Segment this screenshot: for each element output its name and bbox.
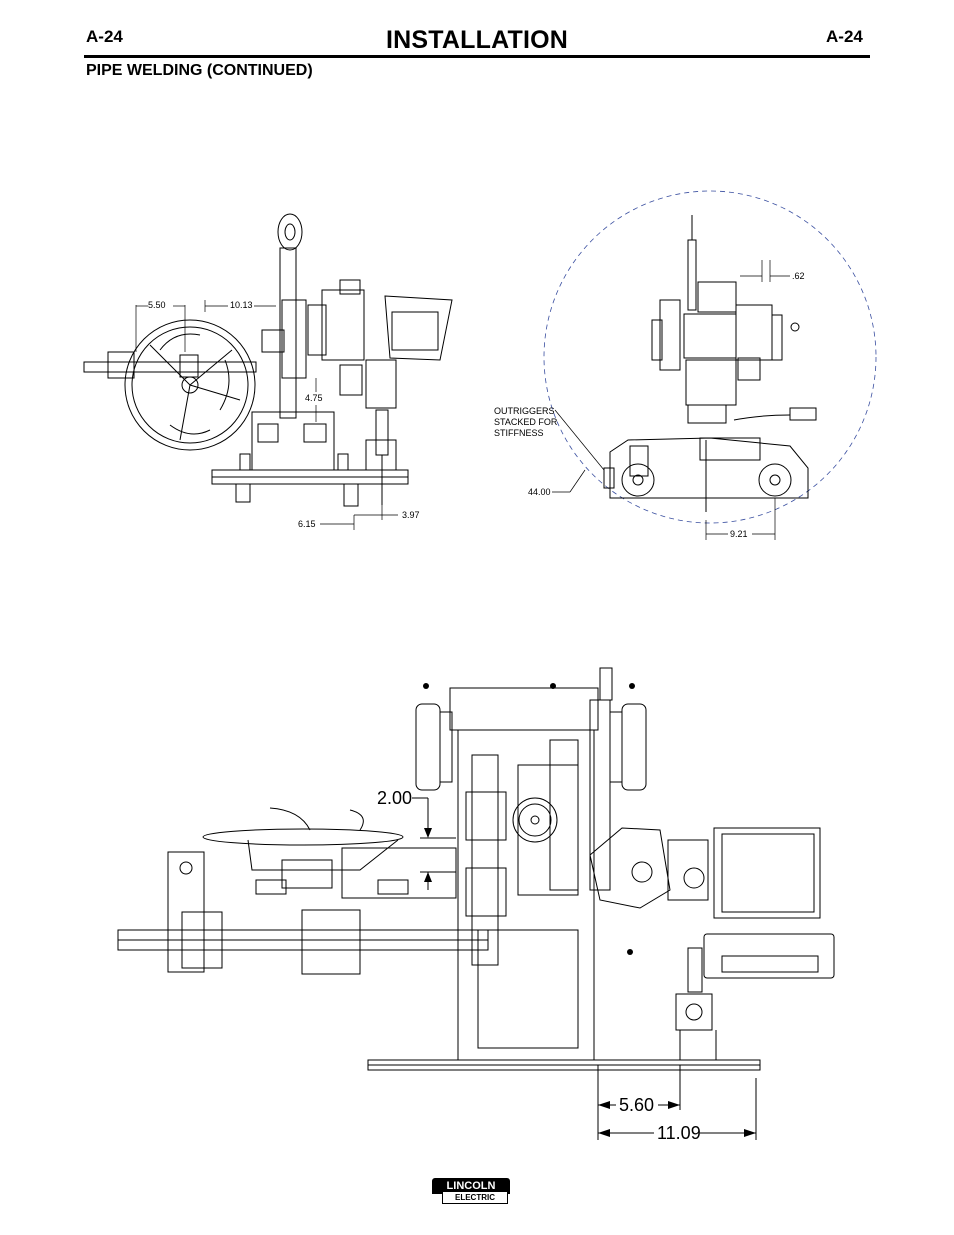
dim-label: 4.75 — [305, 393, 323, 403]
logo-bottom-text: ELECTRIC — [442, 1192, 508, 1204]
dim-label: 3.97 — [402, 510, 420, 520]
note-line: STACKED FOR — [494, 417, 558, 427]
page-title: INSTALLATION — [385, 26, 568, 54]
header-rule — [84, 55, 870, 58]
dim-label: .62 — [792, 271, 805, 281]
dim-label: 5.60 — [619, 1095, 655, 1115]
page-number-left: A-24 — [86, 27, 123, 46]
page-number-right: A-24 — [826, 27, 863, 46]
dim-label: 2.00 — [377, 788, 413, 808]
note-line: STIFFNESS — [494, 428, 544, 438]
note-line: OUTRIGGERS — [494, 406, 555, 416]
dim-label: 5.50 — [148, 300, 166, 310]
dim-label: 11.09 — [657, 1123, 701, 1143]
outrigger-note: OUTRIGGERS STACKED FOR STIFFNESS — [494, 406, 557, 439]
dim-label: 44.00 — [528, 487, 551, 497]
dim-label: 6.15 — [298, 519, 316, 529]
dim-label: 9.21 — [730, 529, 748, 539]
registered-mark: ® — [503, 1181, 509, 1188]
lincoln-electric-logo: LINCOLN ELECTRIC ® — [432, 1178, 510, 1206]
section-title: PIPE WELDING (CONTINUED) — [86, 62, 313, 79]
dim-label: 10.13 — [230, 300, 253, 310]
